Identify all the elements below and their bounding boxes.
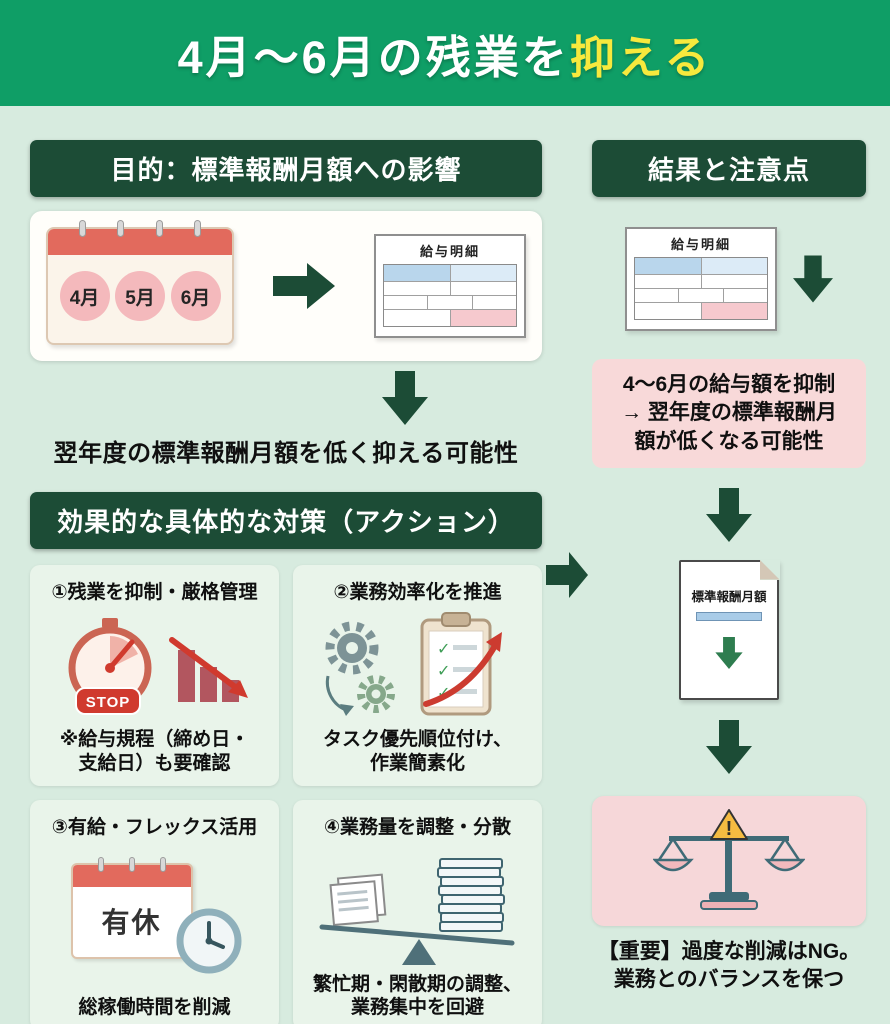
vacation-label: 有休	[101, 907, 162, 939]
calendar-rings	[48, 220, 232, 237]
arrow-down-small-icon	[715, 637, 743, 670]
actions-header: 効果的な具体的な対策（アクション）	[30, 492, 542, 549]
warning-mark: !	[726, 818, 733, 840]
action-card-leave: ③有給・フレックス活用 有休	[30, 799, 279, 1024]
page-title-prefix: 4月〜6月の残業を	[177, 31, 570, 83]
purpose-header: 目的：標準報酬月額への影響	[30, 140, 542, 197]
action-card-efficiency: ②業務効率化を推進	[293, 565, 542, 786]
payslip-icon: 給与明細	[625, 227, 777, 331]
results-header: 結果と注意点	[592, 140, 866, 197]
stopwatch-chart-icon: STOP	[50, 610, 260, 722]
arrow-down-icon	[706, 488, 752, 543]
action-card-title: ④業務量を調整・分散	[323, 816, 512, 838]
calendar-months: 4月 5月 6月	[48, 271, 232, 321]
calendar-band	[48, 229, 232, 255]
effect-note: 4〜6月の給与額を抑制 → 翌年度の標準報酬月 額が低くなる可能性	[592, 359, 866, 469]
action-card-title: ①残業を抑制・厳格管理	[51, 582, 258, 603]
flow-column	[542, 140, 592, 1024]
clock-icon	[175, 907, 243, 975]
svg-text:✓: ✓	[437, 641, 450, 658]
action-card-caption: ※給与規程（締め日・ 支給日）も要確認	[59, 729, 250, 774]
actions-grid: ①残業を抑制・厳格管理	[30, 565, 542, 1024]
action-card-title: ③有給・フレックス活用	[51, 816, 258, 838]
warning-box: !	[592, 796, 866, 927]
arrow-down-icon	[382, 371, 428, 425]
svg-text:✓: ✓	[437, 663, 450, 680]
document-icon: 標準報酬月額	[679, 559, 780, 701]
purpose-card: 4月 5月 6月 給与明細	[30, 211, 542, 361]
document-highlight-bar	[696, 612, 762, 622]
action-card-caption: タスク優先順位付け、 作業簡素化	[322, 729, 513, 774]
arrow-right-icon	[273, 263, 335, 309]
month-may: 5月	[115, 271, 165, 321]
page-title-highlight: 抑える	[569, 31, 713, 83]
action-card-overtime: ①残業を抑制・厳格管理	[30, 565, 279, 786]
left-column: 目的：標準報酬月額への影響 4月 5月 6月 給与明細	[30, 140, 542, 1024]
warning-triangle-icon	[710, 809, 748, 841]
arrow-down-icon	[793, 255, 833, 303]
content: 目的：標準報酬月額への影響 4月 5月 6月 給与明細	[0, 106, 890, 1024]
calendar-icon: 4月 5月 6月	[46, 220, 234, 345]
page-title: 4月〜6月の残業を抑える	[178, 21, 713, 86]
arrow-down-icon	[706, 720, 752, 775]
results-payslip-row: 給与明細	[592, 227, 866, 331]
month-june: 6月	[170, 271, 221, 321]
seesaw-documents-icon	[310, 845, 525, 967]
action-card-caption: 総稼働時間を削減	[78, 997, 231, 1019]
payslip-table	[634, 257, 768, 320]
action-card-workload: ④業務量を調整・分散	[293, 799, 542, 1024]
payslip-title: 給与明細	[419, 244, 480, 259]
payslip-icon: 給与明細	[374, 234, 526, 338]
arrow-right-icon	[546, 552, 588, 598]
purpose-conclusion: 翌年度の標準報酬月額を低く抑える可能性	[53, 440, 519, 467]
month-april: 4月	[59, 271, 110, 321]
vacation-calendar-icon: 有休	[70, 857, 193, 960]
gears-checklist-icon: ✓ ✓ ✓	[310, 610, 525, 722]
balance-scale-icon: !	[653, 809, 805, 911]
right-column: 結果と注意点 給与明細 4〜6月の給与額を抑制 → 翌年度の標準報酬月 額が低く…	[592, 140, 866, 1024]
warning-note: 【重要】過度な削減はNG。 業務とのバランスを保つ	[597, 940, 861, 992]
document-title: 標準報酬月額	[691, 590, 767, 605]
vacation-calendar-clock-icon: 有休	[65, 845, 245, 991]
action-card-title: ②業務効率化を推進	[333, 582, 502, 603]
title-banner: 4月〜6月の残業を抑える	[0, 0, 890, 106]
action-card-caption: 繁忙期・閑散期の調整、 業務集中を回避	[312, 973, 522, 1019]
stop-label: STOP	[85, 694, 130, 711]
payslip-table	[383, 264, 517, 327]
payslip-title: 給与明細	[670, 237, 731, 252]
